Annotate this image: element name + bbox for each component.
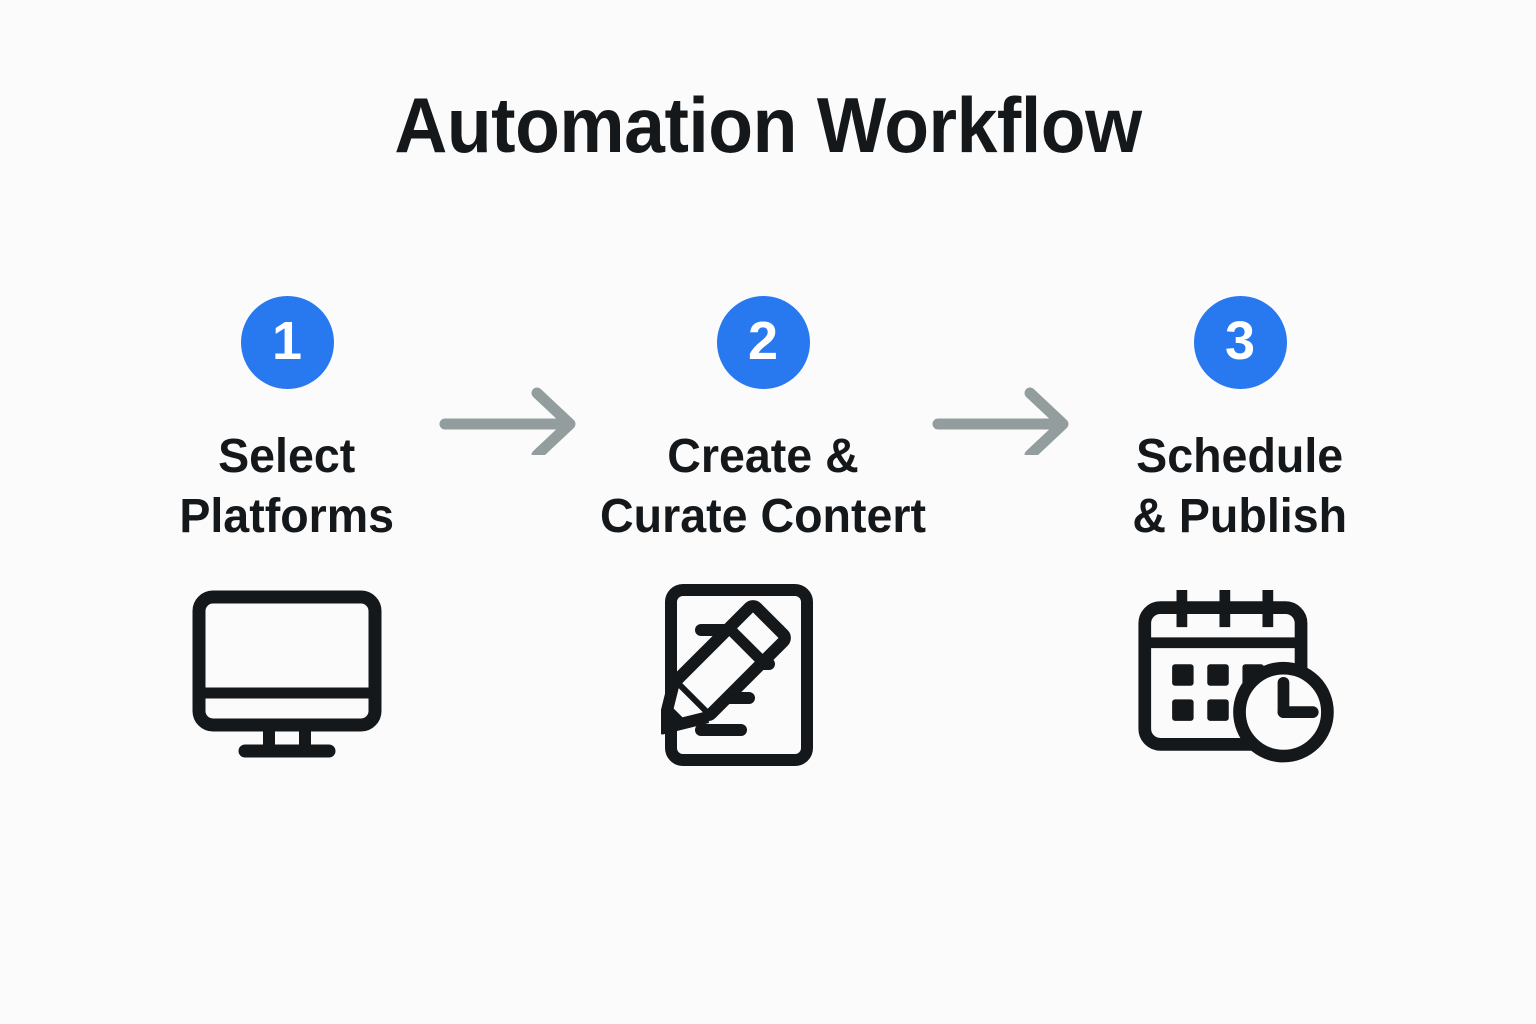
- workflow-step-3[interactable]: 3 Schedule & Publish: [1070, 296, 1410, 772]
- step-label-2: Create & Curate Contert: [600, 430, 926, 543]
- step-label-3: Schedule & Publish: [1132, 430, 1348, 543]
- arrow-right-icon-1: [437, 385, 587, 455]
- step-number-badge-2: 2: [716, 296, 810, 389]
- step-number-badge-3: 3: [1193, 296, 1287, 389]
- arrow-right-icon-2: [930, 385, 1080, 455]
- monitor-icon: [182, 577, 392, 772]
- calendar-clock-icon: [1135, 577, 1345, 772]
- document-pencil-icon: [658, 577, 868, 772]
- step-number-badge-1: 1: [240, 296, 334, 389]
- step-label-1: Select Platforms: [179, 430, 395, 543]
- workflow-step-2[interactable]: 2 Create & Curate Contert: [593, 296, 933, 772]
- workflow-step-1[interactable]: 1 Select Platforms: [117, 296, 457, 772]
- steps-row: 1 Select Platforms 2 Create & Curate Con…: [0, 296, 1536, 816]
- page-title: Automation Workflow: [394, 81, 1142, 169]
